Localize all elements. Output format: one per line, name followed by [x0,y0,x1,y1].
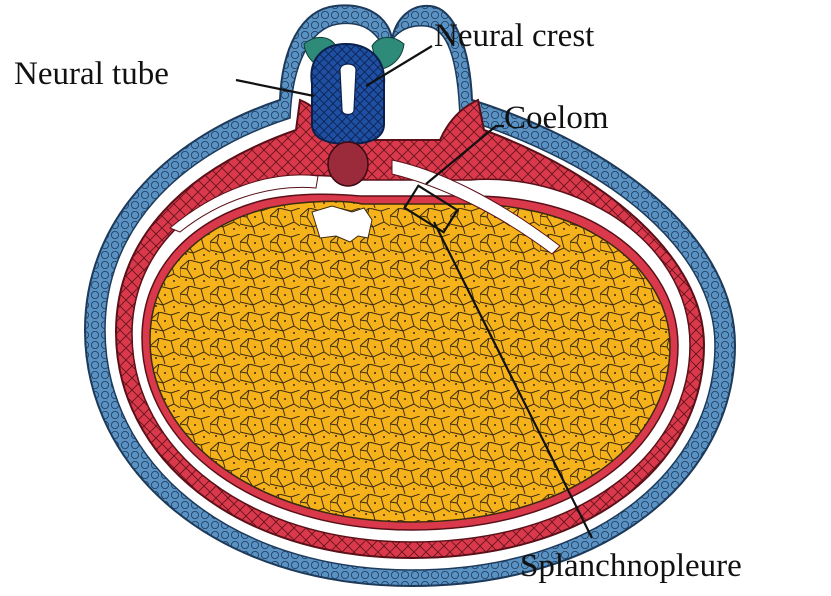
gut-opening [312,206,372,242]
splanchnopleure-label: Splanchnopleure [520,548,742,584]
neural-crest-label: Neural crest [434,18,594,54]
neural-canal [340,64,356,115]
coelom-label: Coelom [504,100,609,136]
neural-tube-label: Neural tube [14,56,169,92]
notochord [328,142,368,186]
